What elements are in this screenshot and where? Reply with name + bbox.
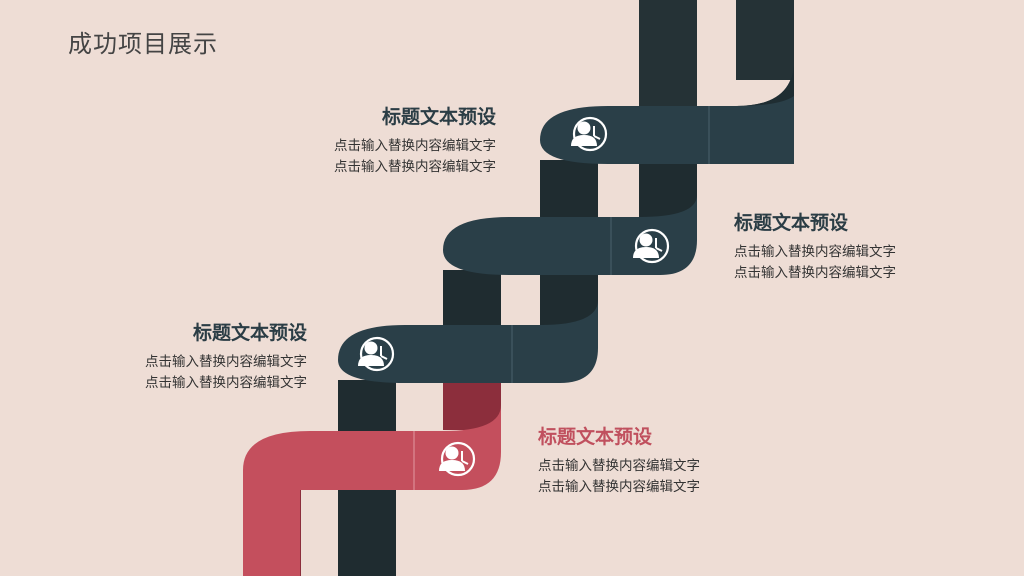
step-1-heading: 标题文本预设	[381, 106, 496, 128]
step-4-line-1: 点击输入替换内容编辑文字	[538, 458, 700, 474]
step-3-line-2: 点击输入替换内容编辑文字	[145, 375, 307, 391]
step-2-line-1: 点击输入替换内容编辑文字	[734, 244, 896, 260]
step-1-line-2: 点击输入替换内容编辑文字	[334, 159, 496, 175]
ribbon-band-4	[243, 405, 501, 576]
step-3-line-1: 点击输入替换内容编辑文字	[145, 354, 307, 370]
step-2-text: 标题文本预设 点击输入替换内容编辑文字 点击输入替换内容编辑文字	[734, 208, 896, 284]
step-2-line-2: 点击输入替换内容编辑文字	[734, 265, 896, 281]
step-3-text: 标题文本预设 点击输入替换内容编辑文字 点击输入替换内容编辑文字	[107, 318, 307, 394]
step-1-text: 标题文本预设 点击输入替换内容编辑文字 点击输入替换内容编辑文字	[296, 102, 496, 178]
step-1-line-1: 点击输入替换内容编辑文字	[334, 138, 496, 154]
step-4-heading: 标题文本预设	[538, 426, 653, 448]
page-title: 成功项目展示	[68, 30, 218, 58]
step-2-heading: 标题文本预设	[734, 212, 849, 234]
step-4-text: 标题文本预设 点击输入替换内容编辑文字 点击输入替换内容编辑文字	[538, 422, 700, 498]
step-3-heading: 标题文本预设	[192, 322, 307, 344]
step-4-line-2: 点击输入替换内容编辑文字	[538, 479, 700, 495]
ribbon-band-1	[540, 60, 794, 164]
ribbon-band-3	[338, 300, 598, 383]
